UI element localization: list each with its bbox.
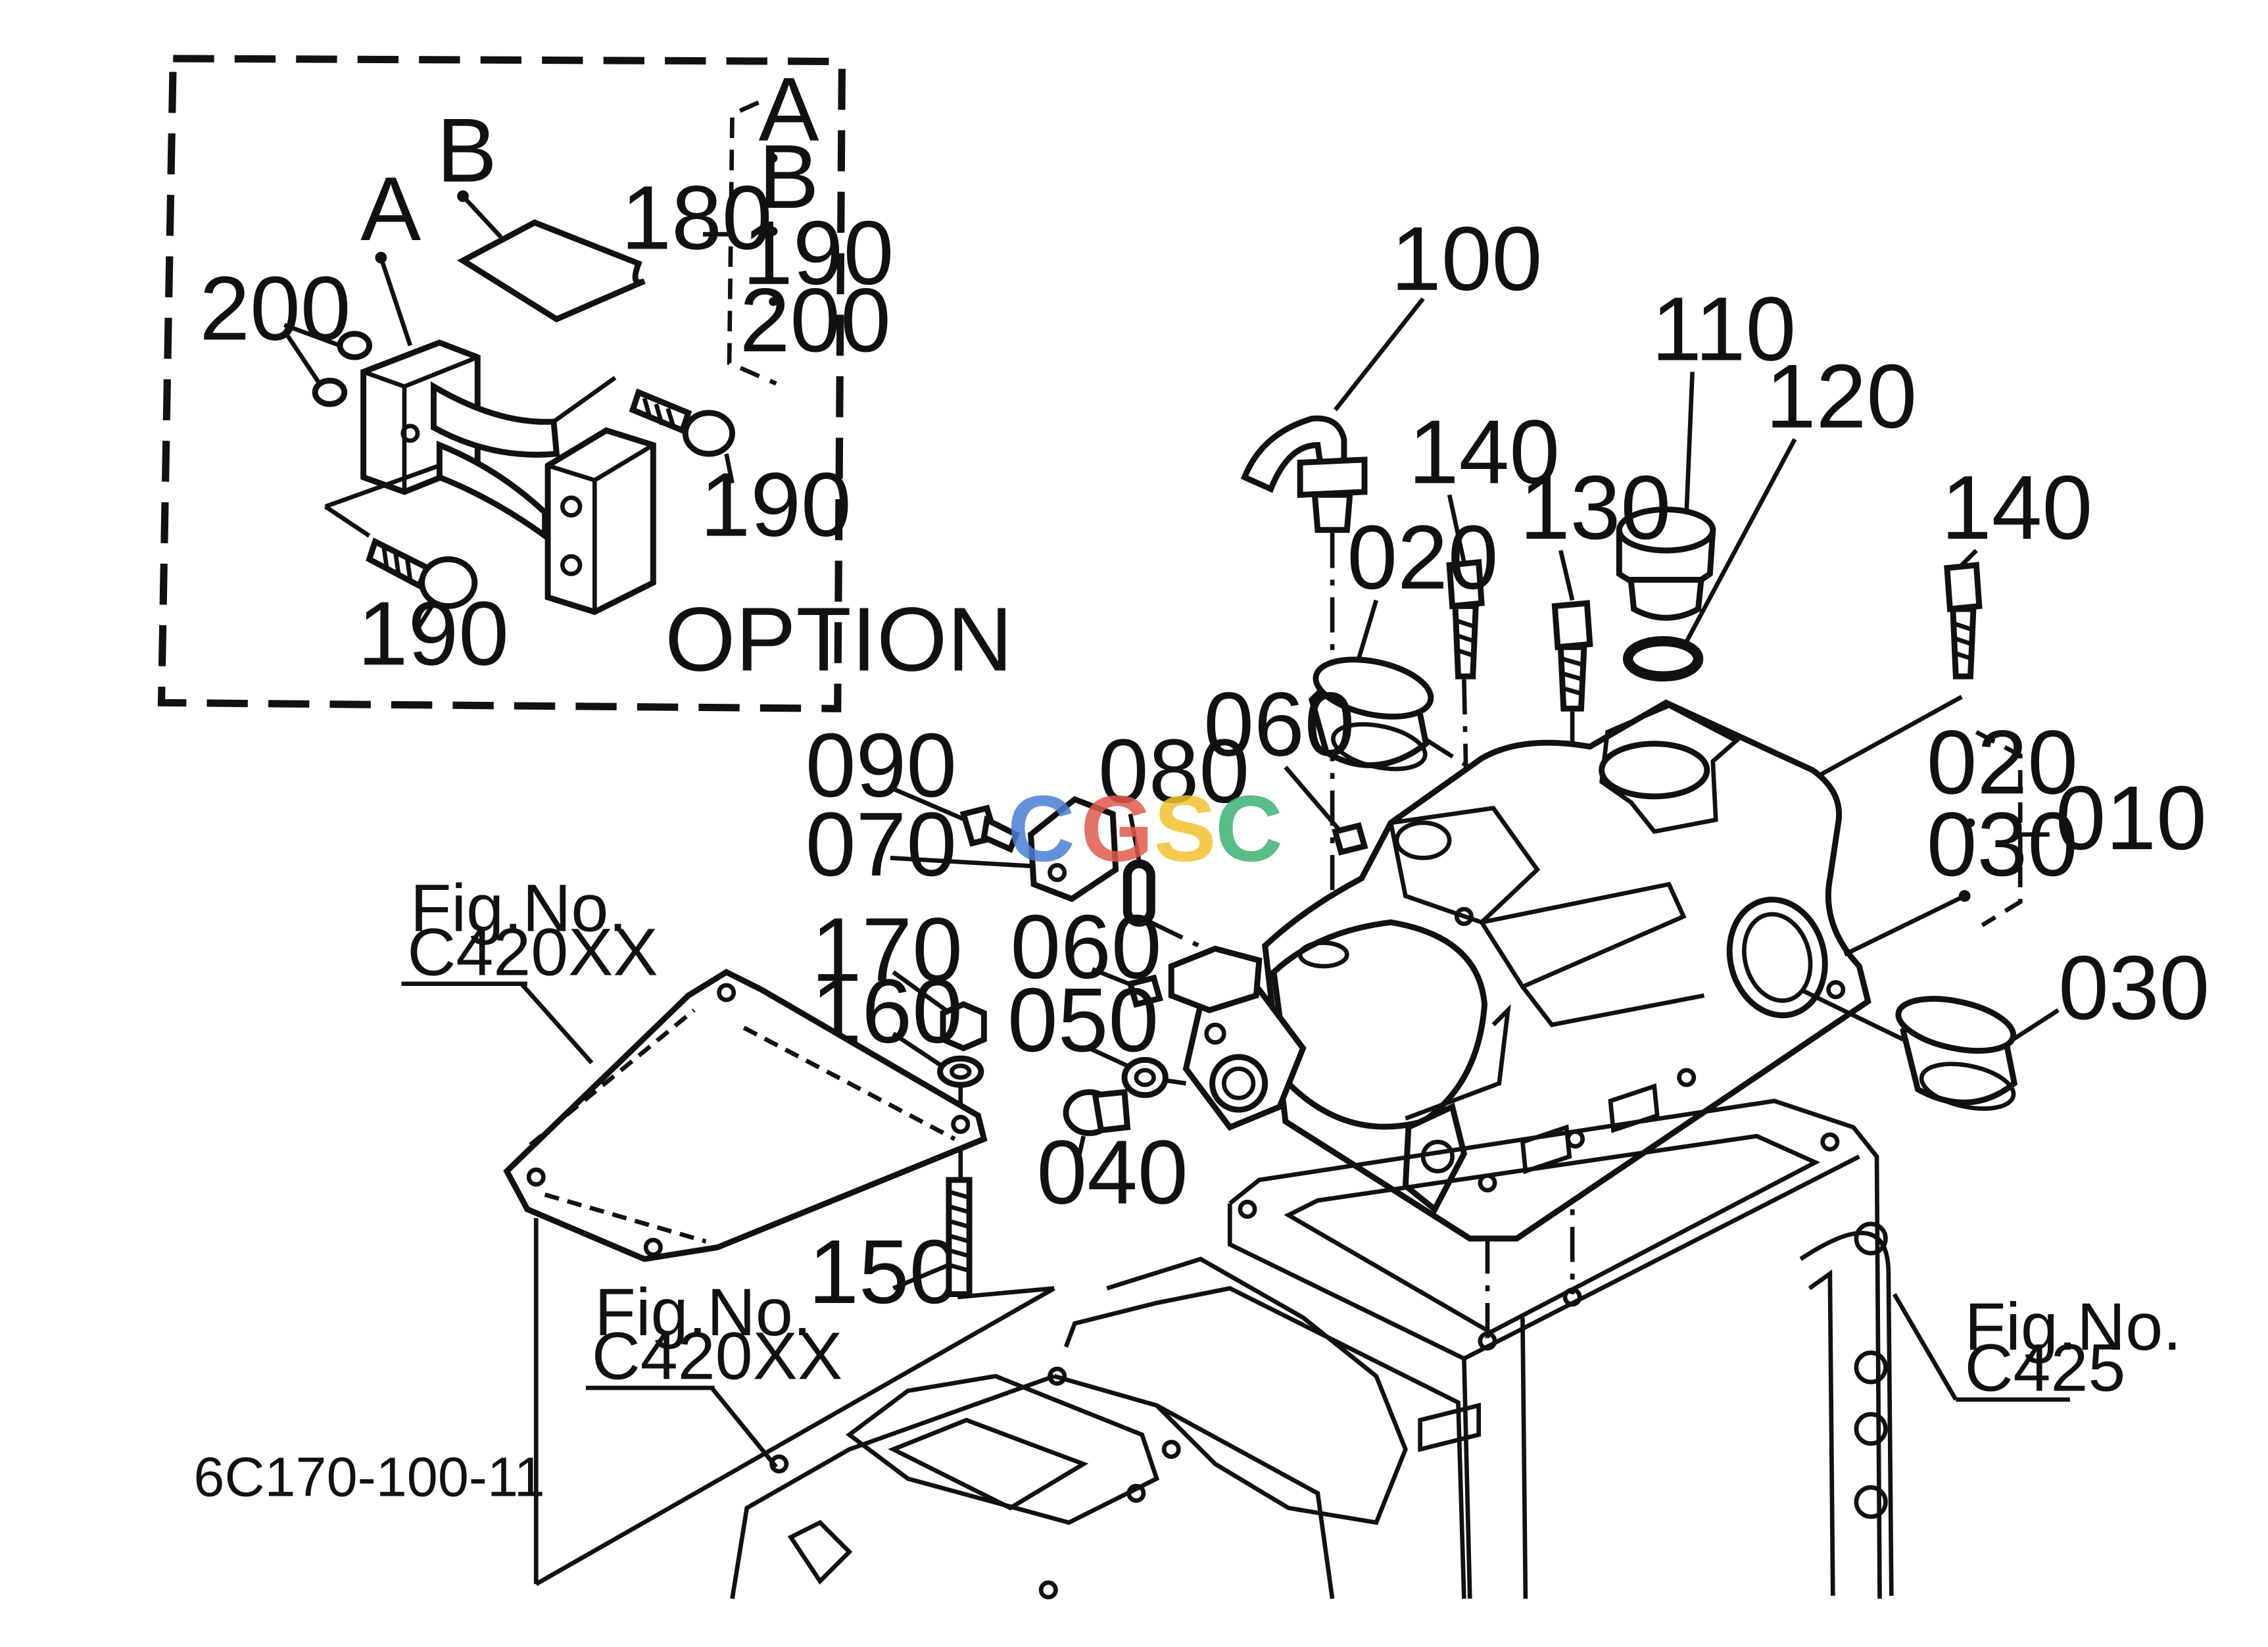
watermark-logo: C G S C bbox=[1007, 777, 1283, 881]
bushing-030-right bbox=[1895, 996, 2018, 1111]
ref3-title: Fig.No. bbox=[1965, 1289, 2182, 1364]
option-kit-item-A: A bbox=[759, 59, 819, 160]
ref2-title: Fig.No. bbox=[594, 1274, 811, 1350]
watermark-letter-g: G bbox=[1080, 777, 1153, 881]
callout-020-left: 020 bbox=[1347, 507, 1498, 608]
o-ring-200-lower bbox=[312, 378, 348, 407]
bolt-140-left bbox=[1446, 558, 1485, 679]
option-box: OPTION A B 190 200 180 B A bbox=[157, 55, 1013, 712]
callout-140-right: 140 bbox=[1941, 457, 2092, 558]
part-B-label: B bbox=[437, 100, 497, 201]
bolt-140-right bbox=[1944, 562, 1983, 679]
kit-010-label: 010 bbox=[2056, 768, 2207, 869]
ref3-code: C425 bbox=[1965, 1329, 2126, 1405]
ref2-code: C420XX bbox=[592, 1318, 842, 1394]
watermark-letter-c: C bbox=[1215, 777, 1283, 881]
option-kit-item-200: 200 bbox=[740, 270, 891, 371]
gasket-plate bbox=[503, 968, 988, 1262]
drawing-code: 6C170-100-11 bbox=[193, 1446, 544, 1508]
stud-150 bbox=[946, 1177, 973, 1298]
banjo-bolt-190-upper bbox=[629, 388, 735, 457]
callout-030: 030 bbox=[2058, 937, 2209, 1039]
figure-reference-upper-left: Fig.No. C420XX bbox=[401, 870, 658, 1065]
plug-060-lower bbox=[1126, 974, 1163, 1008]
watermark-letter-s: S bbox=[1154, 777, 1217, 881]
option-label: OPTION bbox=[665, 589, 1013, 690]
kit-010-item-020: 020 bbox=[1927, 712, 2078, 813]
callout-140-left: 140 bbox=[1409, 402, 1560, 503]
figure-reference-right: Fig.No. C425 bbox=[1892, 1289, 2182, 1405]
callout-120: 120 bbox=[1766, 346, 1917, 447]
plug-040 bbox=[1063, 1089, 1131, 1137]
callout-180: 180 bbox=[621, 167, 772, 268]
block-assembly-A bbox=[360, 339, 656, 616]
callout-200: 200 bbox=[199, 258, 350, 359]
option-kit-item-190: 190 bbox=[742, 203, 894, 304]
main-assembly: 100 110 120 140 140 bbox=[503, 209, 2209, 1600]
washer-160 bbox=[937, 1055, 984, 1088]
figure-reference-lower-left: Fig.No. C420XX bbox=[585, 1274, 842, 1469]
callout-170: 170 bbox=[811, 899, 963, 1000]
callout-050: 050 bbox=[1007, 970, 1159, 1071]
callout-070: 070 bbox=[806, 794, 957, 895]
bolt-090 bbox=[959, 804, 1020, 853]
part-A-label: A bbox=[360, 159, 421, 260]
watermark-letter-c: C bbox=[1007, 777, 1075, 881]
kit-010-item-030: 030 bbox=[1927, 794, 2078, 895]
washer-050 bbox=[1121, 1057, 1169, 1098]
callout-190-lower: 190 bbox=[358, 583, 509, 685]
nut-170 bbox=[940, 1001, 987, 1052]
callout-060-upper: 060 bbox=[1203, 674, 1355, 775]
callout-040: 040 bbox=[1036, 1122, 1188, 1223]
callout-190-upper: 190 bbox=[700, 455, 852, 556]
hydraulic-cover-housing bbox=[1182, 699, 1871, 1242]
option-kit-item-B: B bbox=[759, 126, 819, 228]
callout-100: 100 bbox=[1391, 209, 1542, 310]
callout-090: 090 bbox=[806, 715, 957, 816]
plug-060-upper bbox=[1331, 822, 1368, 856]
callout-130: 130 bbox=[1520, 457, 1671, 558]
breather-hose bbox=[1240, 415, 1368, 533]
transmission-case bbox=[730, 1098, 1894, 1600]
filler-cap bbox=[1616, 506, 1716, 621]
ref1-title: Fig.No. bbox=[410, 870, 627, 946]
bushing-020-left bbox=[1308, 656, 1434, 772]
callout-080: 080 bbox=[1098, 721, 1249, 822]
o-ring-080 bbox=[1122, 859, 1155, 927]
bolt-130 bbox=[1551, 600, 1593, 712]
gasket-sheet-B bbox=[457, 219, 646, 323]
callout-110: 110 bbox=[1651, 279, 1796, 380]
banjo-bolt-190-lower bbox=[366, 537, 478, 609]
o-ring-120 bbox=[1622, 636, 1704, 682]
ref1-code: C420XX bbox=[407, 914, 658, 989]
